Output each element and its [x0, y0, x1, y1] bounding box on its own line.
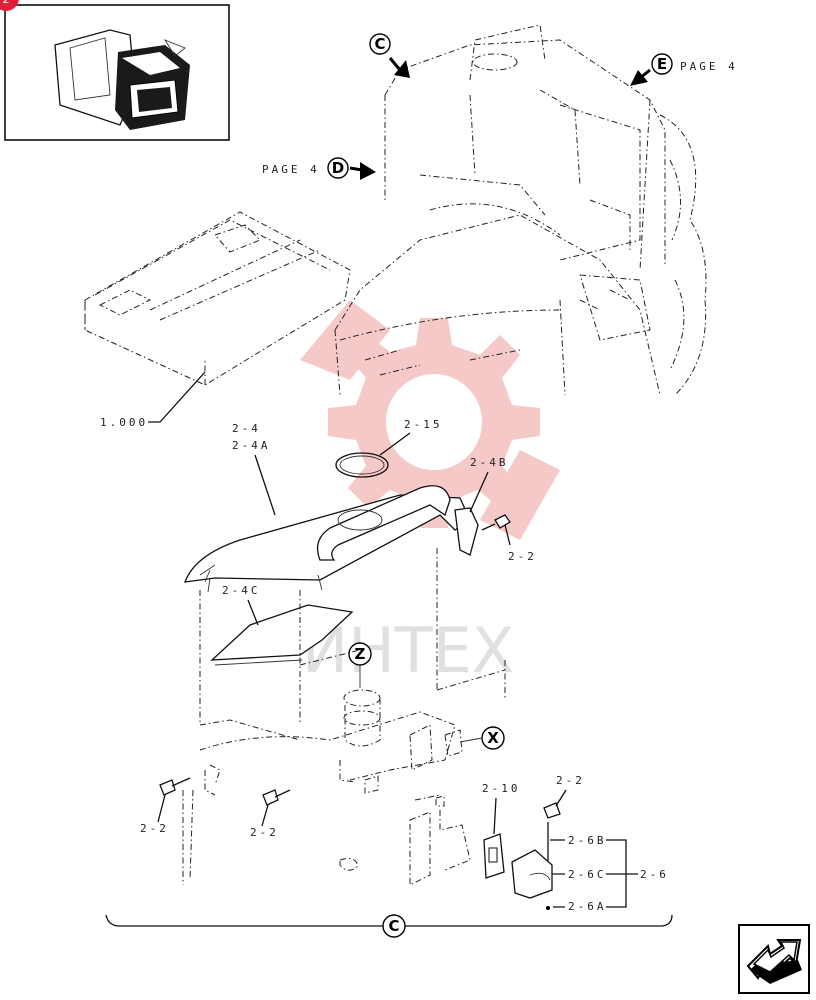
callout-z[interactable]: Z [348, 642, 372, 688]
leader-2-4 [254, 454, 276, 516]
svg-text:C: C [374, 35, 385, 53]
label-1000[interactable]: 1.000 [100, 416, 148, 429]
part-top-cover [184, 485, 479, 593]
part-clamp-assembly [511, 822, 553, 910]
svg-text:X: X [487, 729, 499, 747]
label-2-4c[interactable]: 2-4C [222, 584, 261, 597]
page-ref-e[interactable]: PAGE 4 [680, 60, 738, 73]
leader-2-4c [247, 599, 259, 626]
label-2-2-mid[interactable]: 2-2 [250, 826, 279, 839]
svg-text:Z: Z [355, 645, 366, 663]
svg-text:2: 2 [3, 0, 10, 6]
callout-c-bottom[interactable]: C [382, 914, 406, 938]
label-2-4[interactable]: 2-4 [232, 422, 261, 435]
label-2-6a[interactable]: 2-6A [568, 900, 607, 913]
callout-c-top[interactable]: C [369, 33, 410, 78]
callout-x[interactable]: X [459, 726, 505, 750]
corner-badge: 2 [0, 0, 19, 11]
label-2-4a[interactable]: 2-4A [232, 439, 271, 452]
mid-bracket-assembly [182, 548, 506, 886]
label-2-10[interactable]: 2-10 [482, 782, 521, 795]
part-shim-plate [483, 833, 505, 879]
label-2-2-lower[interactable]: 2-2 [556, 774, 585, 787]
page-ref-d[interactable]: PAGE 4 [262, 163, 320, 176]
thumbnail-panel [4, 4, 230, 141]
callout-e[interactable]: E [630, 53, 673, 86]
leader-2-2-mid [261, 804, 269, 827]
upper-frame-assembly [84, 24, 707, 396]
label-2-15[interactable]: 2-15 [404, 418, 443, 431]
leader-2-6 [550, 839, 638, 908]
leader-2-4b [469, 471, 489, 513]
next-page-arrow-icon [746, 939, 802, 984]
label-2-4b[interactable]: 2-4B [470, 456, 509, 469]
part-bolt-mid [262, 789, 291, 806]
label-2-6c[interactable]: 2-6C [568, 868, 607, 881]
leader-1000 [148, 371, 206, 423]
leader-2-2-right [504, 524, 511, 546]
part-bolt-left [159, 777, 191, 796]
next-page-button[interactable] [738, 924, 810, 994]
label-2-6[interactable]: 2-6 [640, 868, 669, 881]
leader-2-2-left [157, 794, 166, 823]
svg-text:E: E [657, 55, 667, 73]
part-bolt-lower [543, 802, 561, 819]
part-bolt-right [481, 514, 511, 531]
svg-text:C: C [388, 917, 399, 935]
label-2-6b[interactable]: 2-6B [568, 834, 607, 847]
leader-2-10 [493, 797, 497, 835]
label-2-2-right[interactable]: 2-2 [508, 550, 537, 563]
excavator-cab-thumbnail-icon [54, 29, 190, 130]
leader-2-15 [379, 432, 411, 456]
part-insulation-pad [210, 604, 354, 666]
part-seal-ring [335, 452, 389, 478]
leader-2-2-lower [555, 789, 567, 807]
callout-d[interactable]: D [327, 157, 376, 180]
svg-text:D: D [332, 159, 344, 177]
group-bracket-c [105, 914, 673, 927]
label-2-2-left[interactable]: 2-2 [140, 822, 169, 835]
